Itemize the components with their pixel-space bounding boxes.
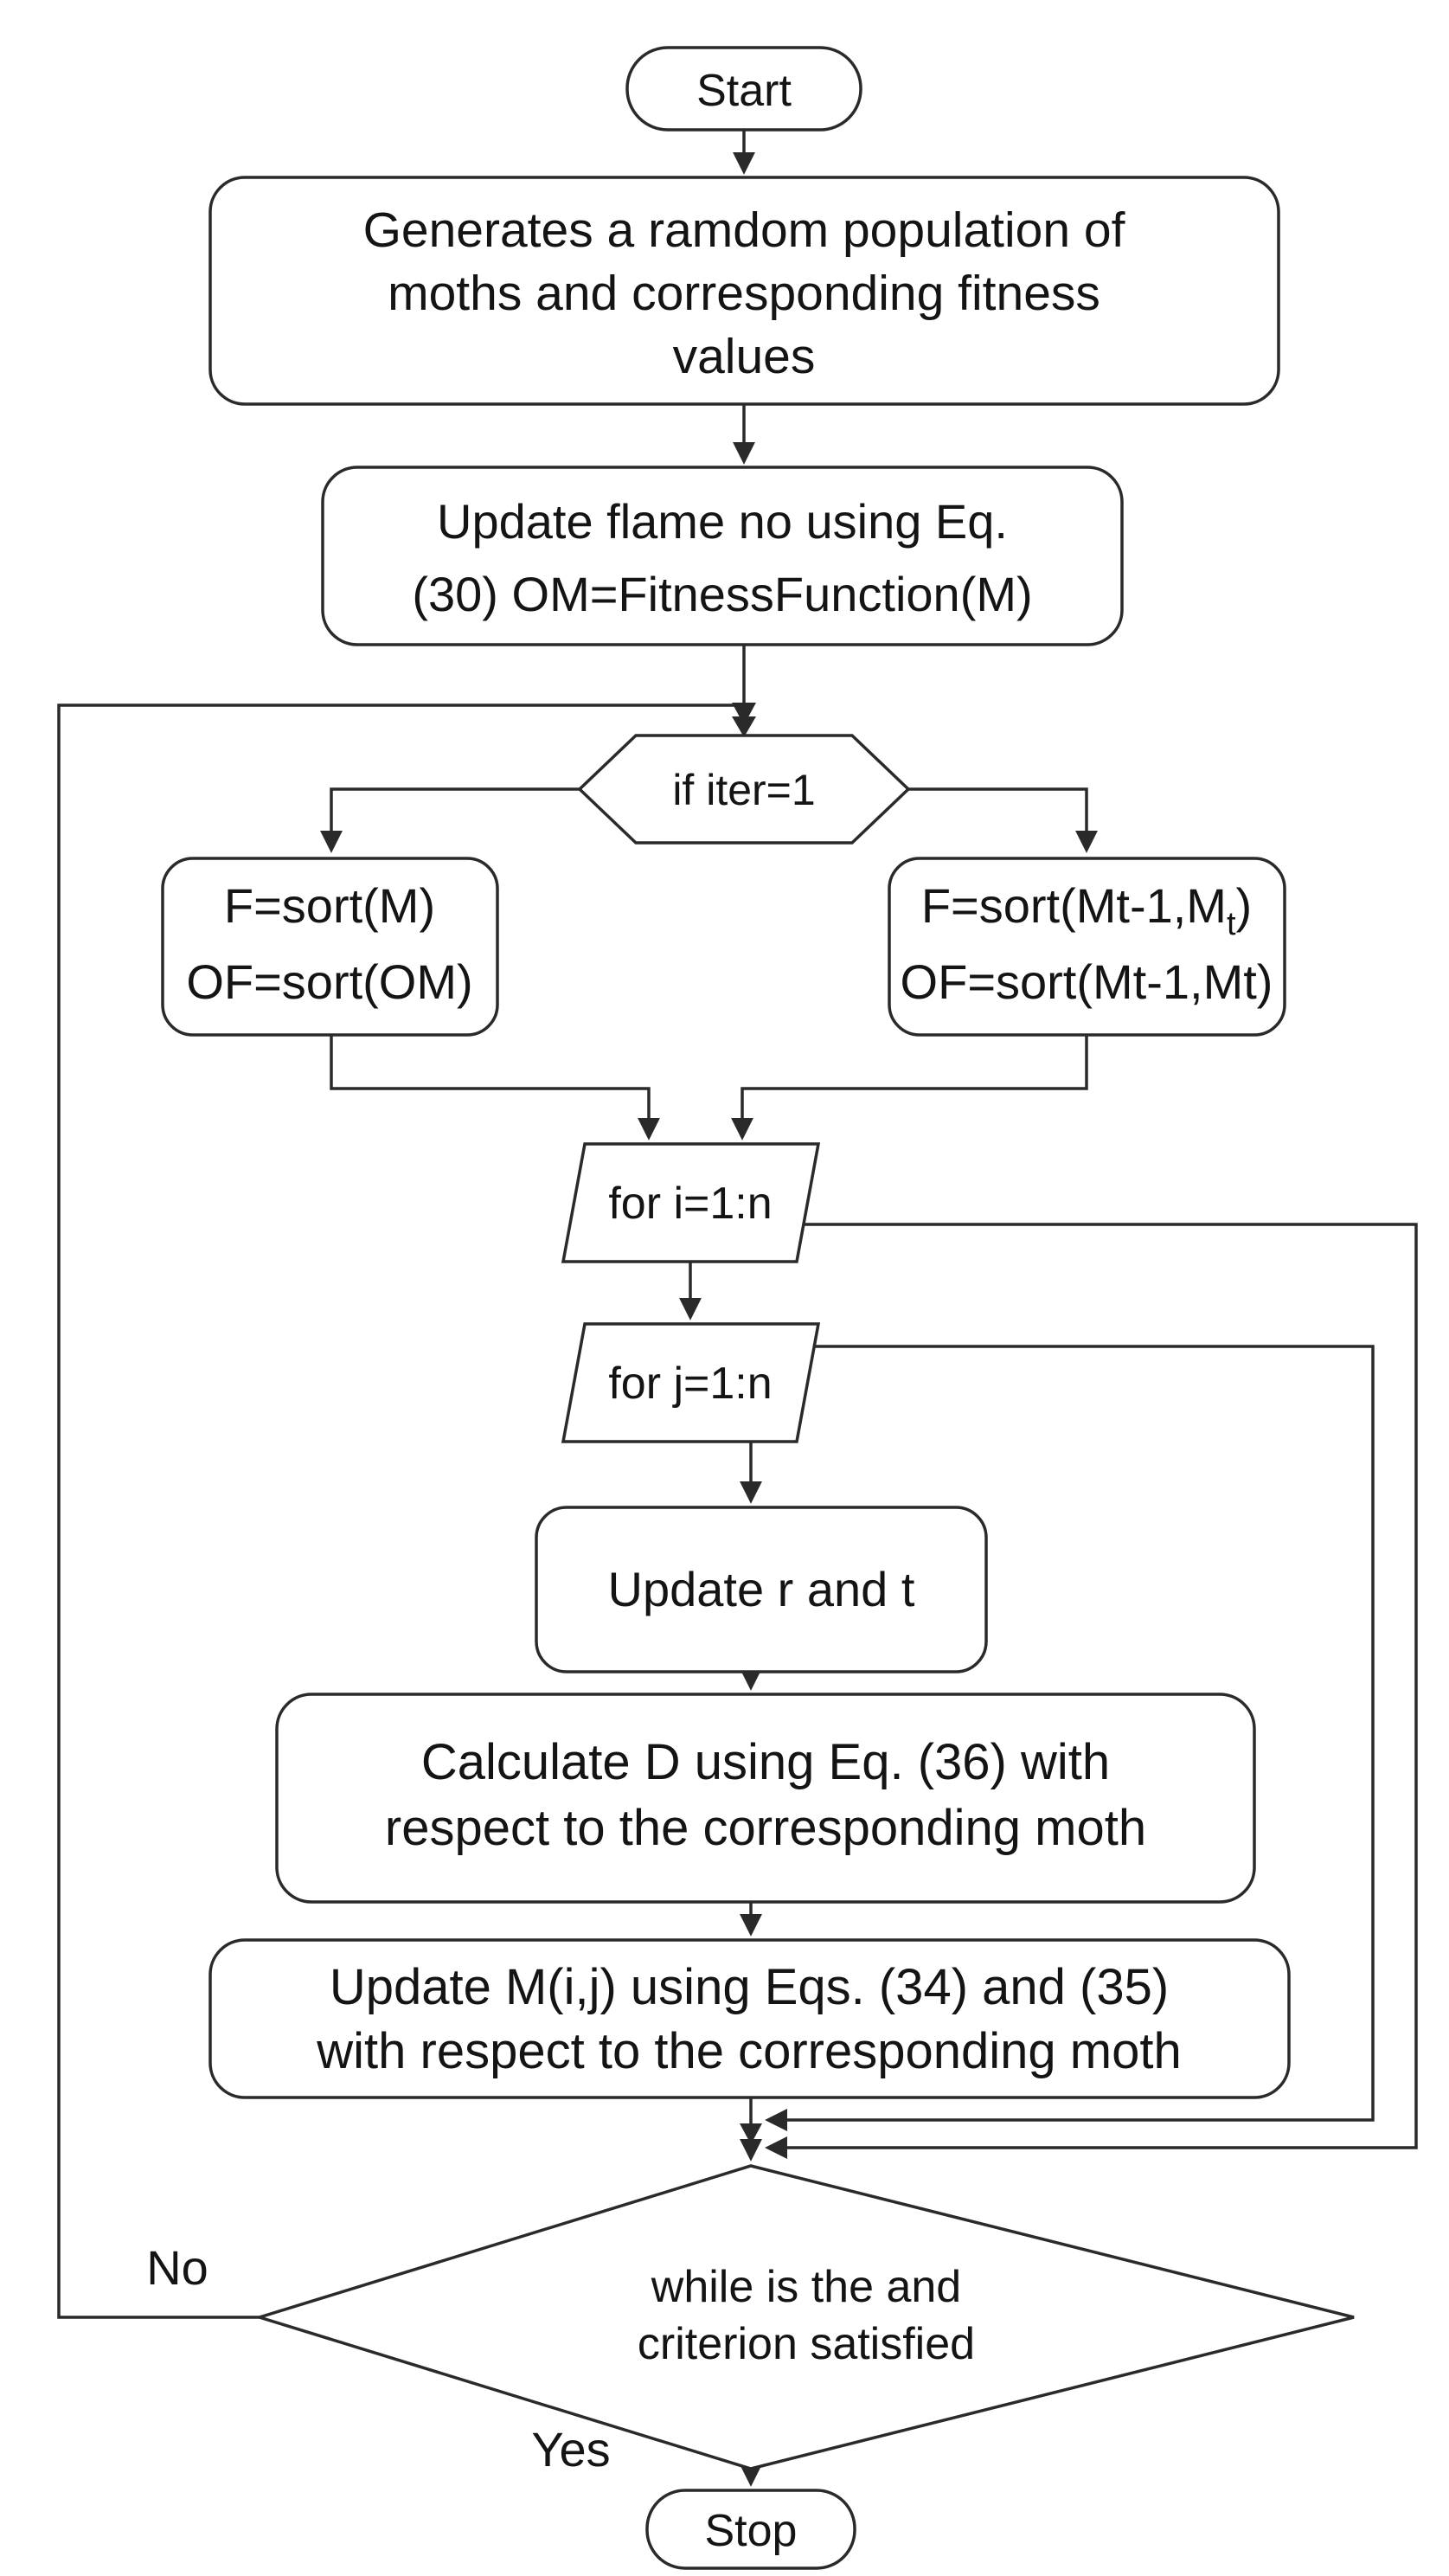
edge-iter-to-sortfirst: [320, 787, 580, 853]
subscript-t: t: [1227, 906, 1236, 942]
edge-no-return-loop: [57, 703, 741, 2319]
edge-fori-loop-return: [765, 1223, 1418, 2159]
sort-first-iter-shape: [161, 857, 499, 1037]
iter-check-label: if iter=1: [672, 766, 815, 814]
sort-later-iter-line2: OF=sort(Mt-1,Mt): [901, 954, 1273, 1009]
generate-population-line1: Generates a ramdom population of: [363, 202, 1125, 258]
calculate-d-shape: [275, 1693, 1256, 1904]
iter-check-shape: [577, 734, 911, 845]
no-branch-label: No: [146, 2240, 208, 2295]
update-m-shape: [208, 1938, 1291, 2099]
node-sort-later-iter: F=sort(Mt-1,Mt) OF=sort(Mt-1,Mt): [888, 857, 1286, 1037]
edge-sortlater-to-fori: [731, 1035, 1088, 1140]
node-for-i: for i=1:n: [561, 1142, 821, 1263]
update-r-t-label: Update r and t: [608, 1562, 915, 1616]
update-r-t-shape: [535, 1506, 988, 1673]
stop-label: Stop: [705, 2506, 798, 2556]
update-m-line1: Update M(i,j) using Eqs. (34) and (35): [330, 1959, 1169, 2015]
sort-later-iter-line1: F=sort(Mt-1,Mt): [921, 878, 1252, 942]
while-check-shape: [254, 2164, 1355, 2470]
for-i-label: for i=1:n: [608, 1179, 772, 1229]
junction-arrowhead-upper: [732, 703, 756, 725]
generate-population-line2: moths and corresponding fitness: [388, 266, 1100, 321]
update-flame-no-line1: Update flame no using Eq.: [437, 494, 1008, 549]
generate-population-shape: [208, 176, 1280, 406]
node-stop: Stop: [645, 2489, 856, 2570]
node-sort-first-iter: F=sort(M) OF=sort(OM): [161, 857, 499, 1037]
for-j-shape: [561, 1322, 821, 1443]
node-while-check: while is the and criterion satisfied: [254, 2164, 1355, 2470]
stop-shape: [645, 2489, 856, 2570]
edge-sortfirst-to-fori: [330, 1035, 660, 1140]
node-for-j: for j=1:n: [561, 1322, 821, 1443]
update-m-line2: with respect to the corresponding moth: [316, 2023, 1181, 2079]
for-i-shape: [561, 1142, 821, 1263]
sort-later-iter-shape: [888, 857, 1286, 1037]
node-update-flame-no: Update flame no using Eq. (30) OM=Fitnes…: [321, 466, 1124, 646]
while-check-line1: while is the and: [651, 2262, 961, 2312]
node-update-m: Update M(i,j) using Eqs. (34) and (35) w…: [208, 1938, 1291, 2099]
sort-first-iter-line2: OF=sort(OM): [186, 954, 472, 1009]
start-shape: [625, 46, 862, 132]
edge-iter-to-sortlater: [908, 787, 1098, 853]
calculate-d-line1: Calculate D using Eq. (36) with: [421, 1734, 1110, 1790]
while-check-line2: criterion satisfied: [638, 2319, 975, 2369]
sort-first-iter-line1: F=sort(M): [224, 878, 435, 933]
for-j-label: for j=1:n: [608, 1359, 772, 1409]
node-generate-population: Generates a ramdom population of moths a…: [208, 176, 1280, 406]
node-update-r-t: Update r and t: [535, 1506, 988, 1673]
node-start: Start: [625, 46, 862, 132]
yes-branch-label: Yes: [531, 2422, 610, 2476]
junction-arrowhead-lower: [732, 716, 756, 737]
calculate-d-line2: respect to the corresponding moth: [385, 1800, 1146, 1856]
update-flame-no-line2: (30) OM=FitnessFunction(M): [412, 567, 1032, 621]
merge-arrowhead: [740, 2123, 762, 2144]
node-calculate-d: Calculate D using Eq. (36) with respect …: [275, 1693, 1256, 1904]
update-flame-no-shape: [321, 466, 1124, 646]
start-label: Start: [696, 66, 792, 116]
generate-population-line3: values: [673, 329, 816, 384]
node-iter-check: if iter=1: [577, 734, 911, 845]
edge-forj-loop-return: [765, 1345, 1375, 2131]
